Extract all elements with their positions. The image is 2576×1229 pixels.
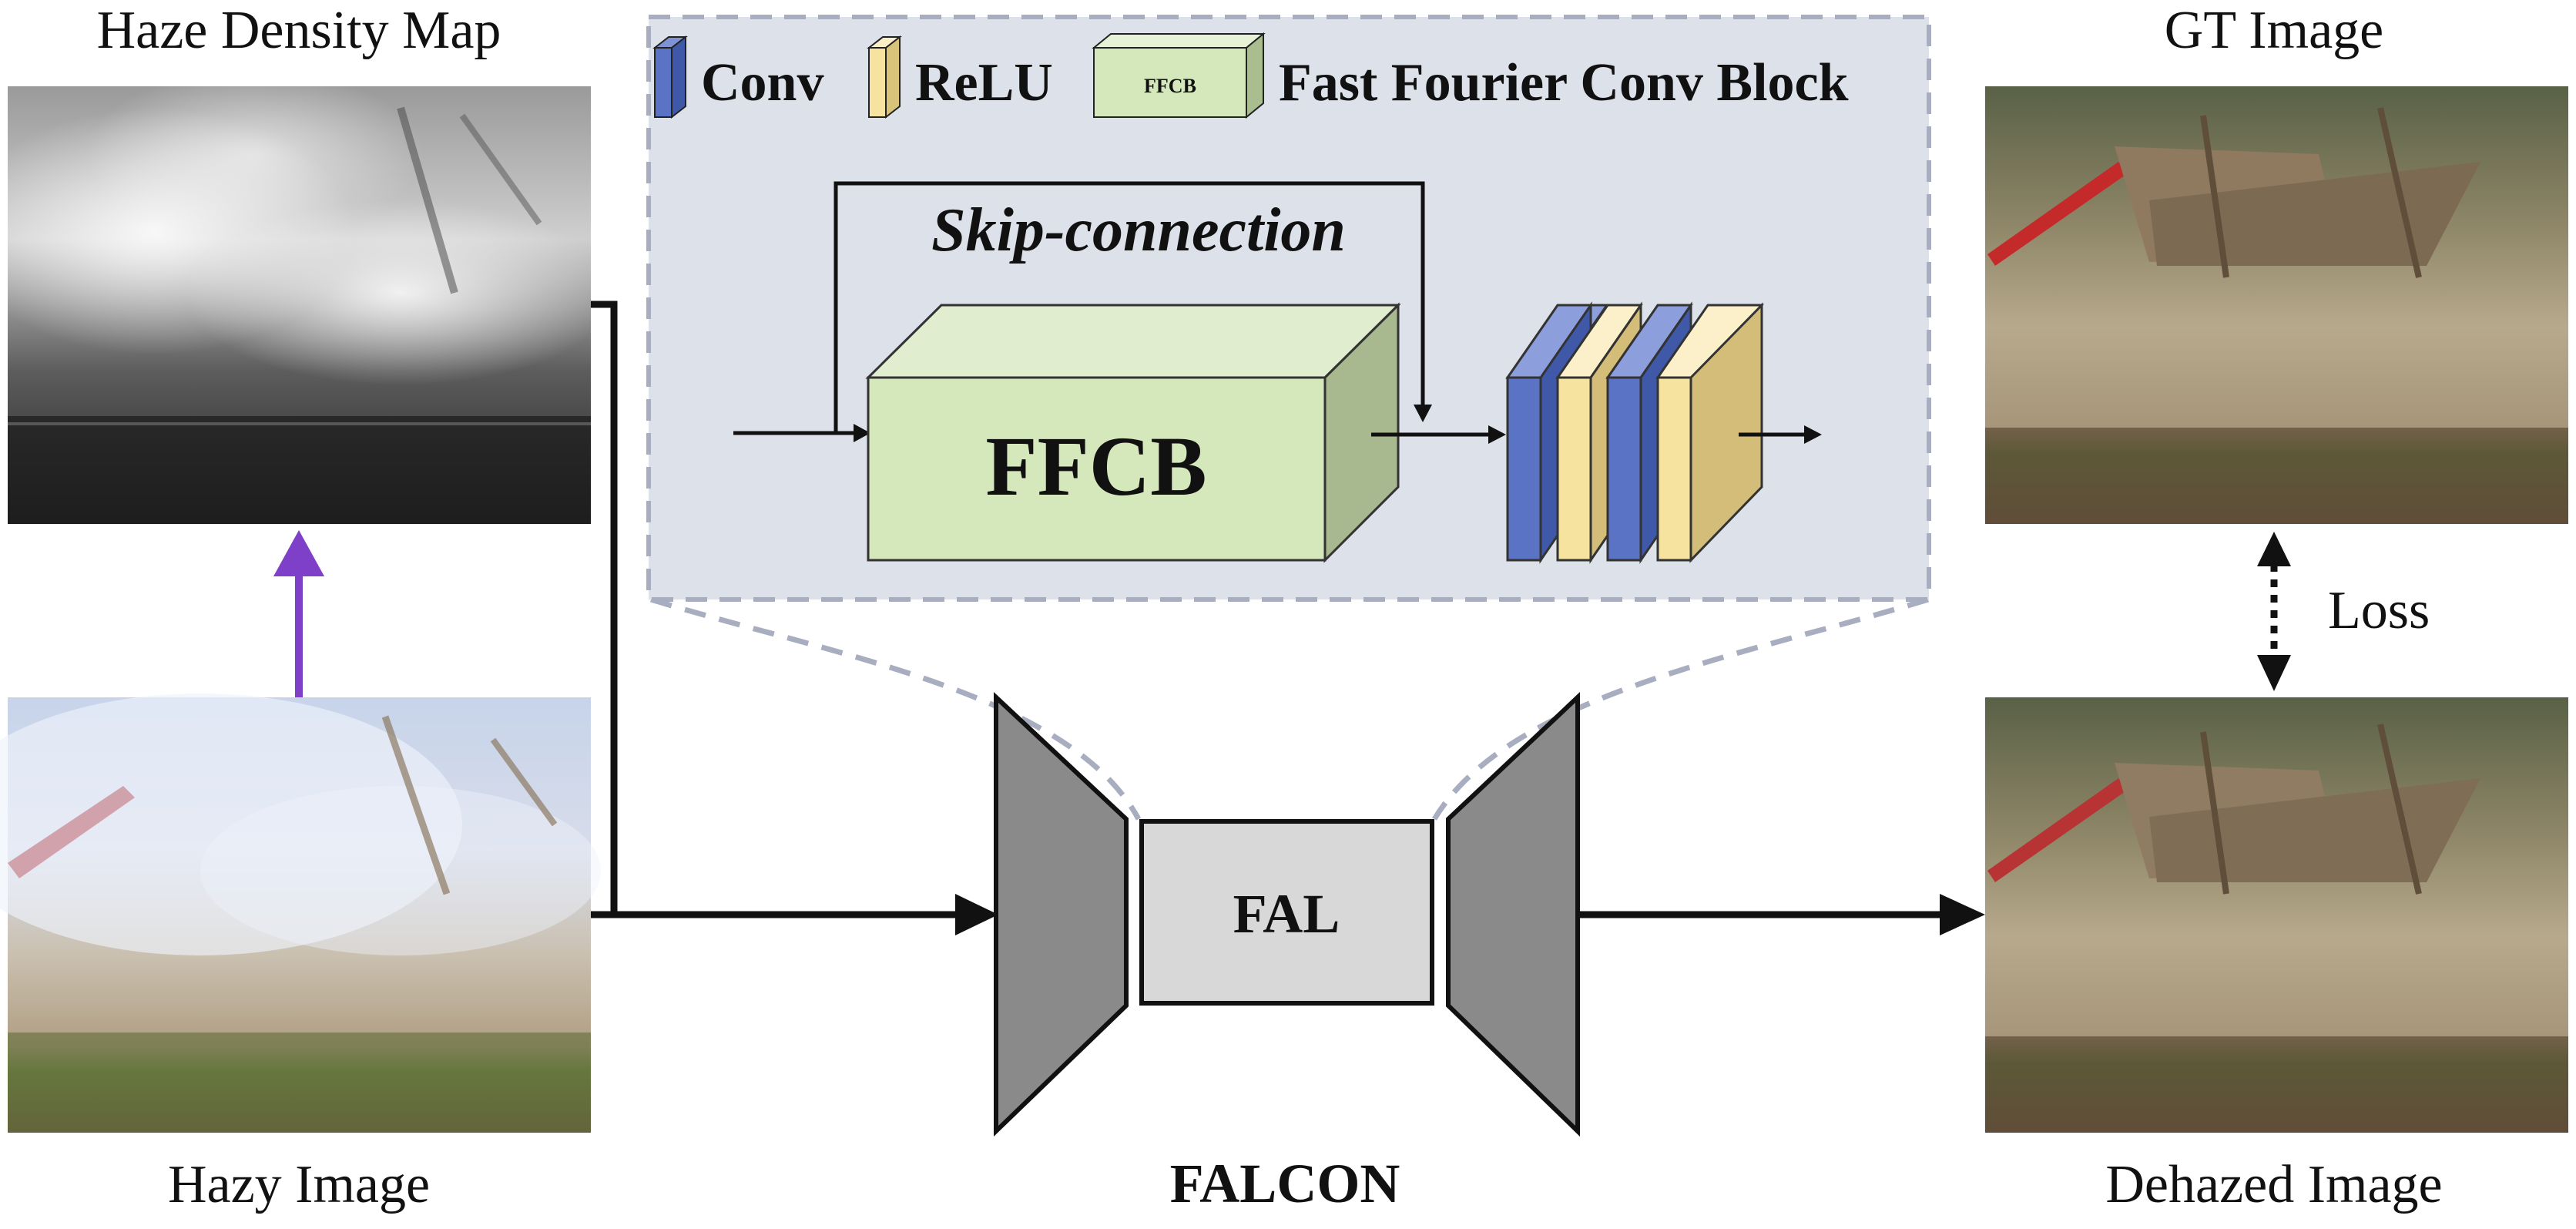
ffcb-output-arrow (1371, 425, 1506, 444)
output-flow-arrow (1579, 894, 1985, 935)
loss-label: Loss (2328, 581, 2430, 640)
legend-relu-label: ReLU (915, 53, 1053, 112)
dehazed-image-label: Dehazed Image (2105, 1155, 2442, 1214)
legend-relu-swatch (867, 35, 902, 119)
legend-ffcb-small-label: FFCB (1144, 75, 1196, 97)
decoder-block (1446, 692, 1580, 1137)
input-flow-lines (591, 301, 998, 935)
skip-connection-path (834, 181, 1432, 433)
loss-arrow (2257, 532, 2291, 691)
ffcb-block-label: FFCB (985, 419, 1206, 513)
gt-image-label: GT Image (2165, 1, 2383, 60)
stack-output-arrow (1739, 425, 1822, 444)
ffcb-block: FFCB (865, 302, 1401, 563)
skip-connection-label: Skip-connection (931, 196, 1346, 264)
gt-image (1985, 86, 2568, 524)
relu-block-2 (1655, 302, 1764, 563)
density-estimation-arrow (273, 530, 324, 697)
fal-block: FAL (1139, 819, 1434, 1006)
zoom-guide-lines (649, 596, 1930, 821)
fal-block-label: FAL (1233, 883, 1340, 945)
hazy-image-label: Hazy Image (168, 1155, 430, 1214)
encoder-block (994, 692, 1129, 1137)
legend-conv-swatch (652, 35, 688, 119)
dehazed-image (1985, 697, 2568, 1133)
legend-ffcb-description: Fast Fourier Conv Block (1279, 53, 1849, 112)
ffcb-detail-inset: Conv ReLU FFCB Fast Fourier Conv Block S… (646, 15, 1931, 602)
hazy-image (0, 693, 601, 1133)
model-name-label: FALCON (1170, 1153, 1400, 1214)
legend: Conv ReLU FFCB Fast Fourier Conv Block (652, 32, 1849, 119)
ffcb-input-arrow (733, 424, 870, 442)
legend-ffcb-swatch: FFCB (1092, 32, 1266, 119)
legend-conv-label: Conv (701, 53, 823, 112)
haze-density-map-image (0, 69, 616, 524)
haze-density-map-label: Haze Density Map (97, 1, 501, 60)
